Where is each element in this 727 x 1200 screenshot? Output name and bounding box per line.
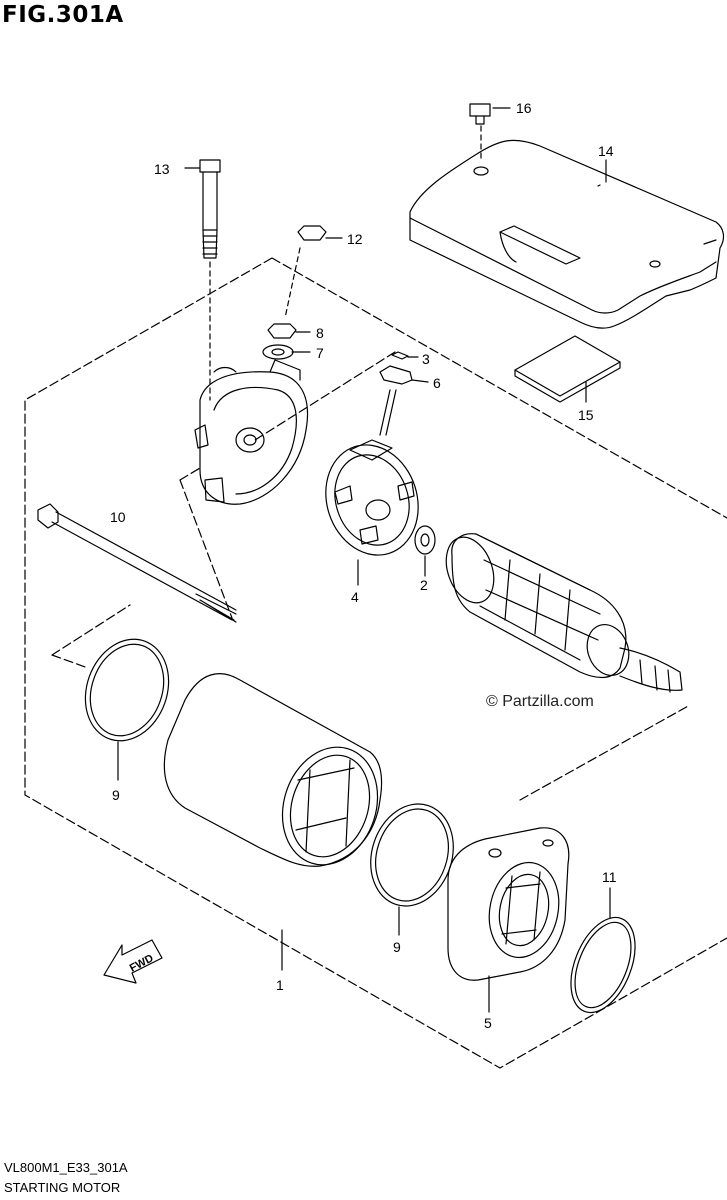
front-end-housing [194,359,309,505]
part-9-o-ring-left [84,638,170,742]
part-14-cover [409,139,725,329]
diagram-caption: STARTING MOTOR [4,1180,121,1195]
part-3-clip [391,351,409,360]
callout-13: 13 [154,161,170,177]
callout-11: 11 [602,869,617,885]
callout-2: 2 [420,577,428,593]
leader-14 [597,184,601,187]
callout-14: 14 [598,143,614,159]
part-8-nut [267,323,297,339]
part-5-rear-housing [447,827,570,981]
part-11-o-ring [570,916,636,1014]
leader-lines [117,107,611,1013]
callout-1: 1 [276,977,284,993]
armature [445,533,683,693]
diagram-code: VL800M1_E33_301A [4,1160,128,1175]
yoke-housing [163,673,383,867]
callout-6: 6 [433,375,441,391]
part-15-pad [514,335,621,403]
part-13-bolt [199,159,221,401]
assembly-outline [24,257,727,1069]
callout-12: 12 [347,231,363,247]
callout-10: 10 [110,509,126,525]
figure-title: FIG.301A [2,2,124,28]
callout-8: 8 [316,325,324,341]
part-10-through-bolt [37,503,237,623]
callout-4: 4 [351,589,359,605]
part-12-nut [284,225,327,319]
part-6-terminal [379,365,413,436]
callout-labels: 1 2 3 4 5 6 7 8 9 9 10 11 12 13 14 15 16 [110,100,617,1031]
part-7-washer [262,344,294,360]
watermark: © Partzilla.com [486,693,594,710]
part-9-o-ring-right [370,803,454,907]
part-16-bolt [469,103,491,159]
callout-15: 15 [578,407,594,423]
callout-3: 3 [422,351,430,367]
callout-7: 7 [316,345,324,361]
inner-outline [51,351,691,801]
part-2-washer [414,525,436,555]
callout-9a: 9 [112,787,120,803]
fwd-arrow [103,939,163,984]
part-4-brush-plate [325,439,419,556]
callout-16: 16 [516,100,532,116]
callout-5: 5 [484,1015,492,1031]
callout-9b: 9 [393,939,401,955]
